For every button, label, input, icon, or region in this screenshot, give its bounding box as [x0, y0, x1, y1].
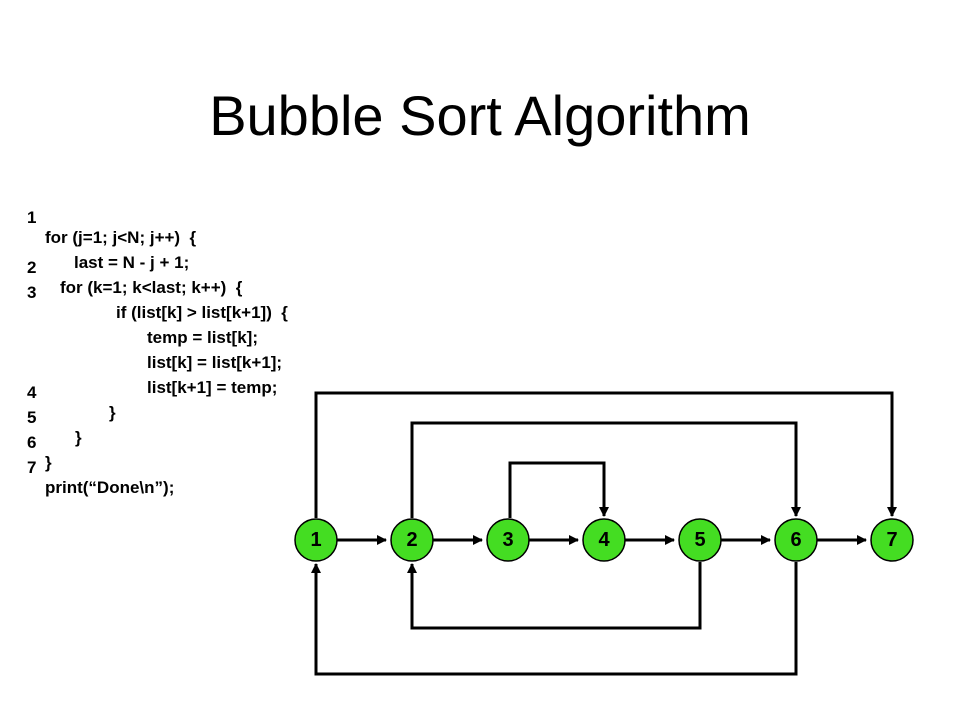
edge-1-7 — [314, 391, 897, 518]
code-line: 2 for (k=1; k<last; k++) { — [27, 238, 242, 297]
code-text: } — [109, 403, 116, 422]
edge-3-4-loop — [508, 461, 609, 518]
code-text: } — [75, 428, 82, 447]
code-line: 7 print(“Done\n”); — [27, 438, 174, 497]
slide-title: Bubble Sort Algorithm — [209, 84, 751, 147]
code-text: } — [45, 453, 52, 472]
svg-text:3: 3 — [502, 529, 513, 551]
line-number: 3 — [27, 283, 37, 302]
code-text: if (list[k] > list[k+1]) { — [116, 303, 288, 322]
line-number: 5 — [27, 408, 37, 427]
node-7: 7 — [870, 518, 914, 562]
line-number: 2 — [27, 258, 37, 277]
code-line: 4 } — [27, 363, 116, 422]
code-line: last = N - j + 1; — [27, 213, 189, 272]
line-number: 6 — [27, 433, 37, 452]
node-4: 4 — [582, 518, 626, 562]
code-text: temp = list[k]; — [147, 328, 258, 347]
code-text: last = N - j + 1; — [74, 253, 190, 272]
node-5: 5 — [678, 518, 722, 562]
code-text: for (k=1; k<last; k++) { — [60, 278, 243, 297]
code-line: temp = list[k]; — [27, 288, 258, 347]
code-line: list[k+1] = temp; — [27, 338, 277, 397]
node-6: 6 — [774, 518, 818, 562]
edge-5-2 — [407, 562, 702, 630]
edge-2-6 — [410, 421, 801, 518]
code-line: 6 } — [27, 413, 52, 472]
code-line: 5 } — [27, 388, 82, 447]
node-1: 1 — [294, 518, 338, 562]
line-number: 7 — [27, 458, 37, 477]
node-2: 2 — [390, 518, 434, 562]
line-number: 4 — [27, 383, 37, 402]
code-text: list[k] = list[k+1]; — [147, 353, 283, 372]
code-text: list[k+1] = temp; — [147, 378, 278, 397]
svg-text:4: 4 — [598, 529, 610, 551]
code-line: 3 if (list[k] > list[k+1]) { — [27, 263, 288, 322]
code-line: 1 for (j=1; j<N; j++) { — [27, 188, 196, 247]
code-text: print(“Done\n”); — [45, 478, 175, 497]
line-number: 1 — [27, 208, 37, 227]
svg-text:6: 6 — [790, 529, 801, 551]
svg-text:1: 1 — [310, 529, 321, 551]
svg-text:7: 7 — [886, 529, 897, 551]
svg-text:5: 5 — [694, 529, 705, 551]
code-line: list[k] = list[k+1]; — [27, 313, 282, 372]
node-3: 3 — [486, 518, 530, 562]
edge-6-1 — [311, 562, 798, 676]
svg-text:2: 2 — [406, 529, 417, 551]
code-text: for (j=1; j<N; j++) { — [45, 228, 197, 247]
